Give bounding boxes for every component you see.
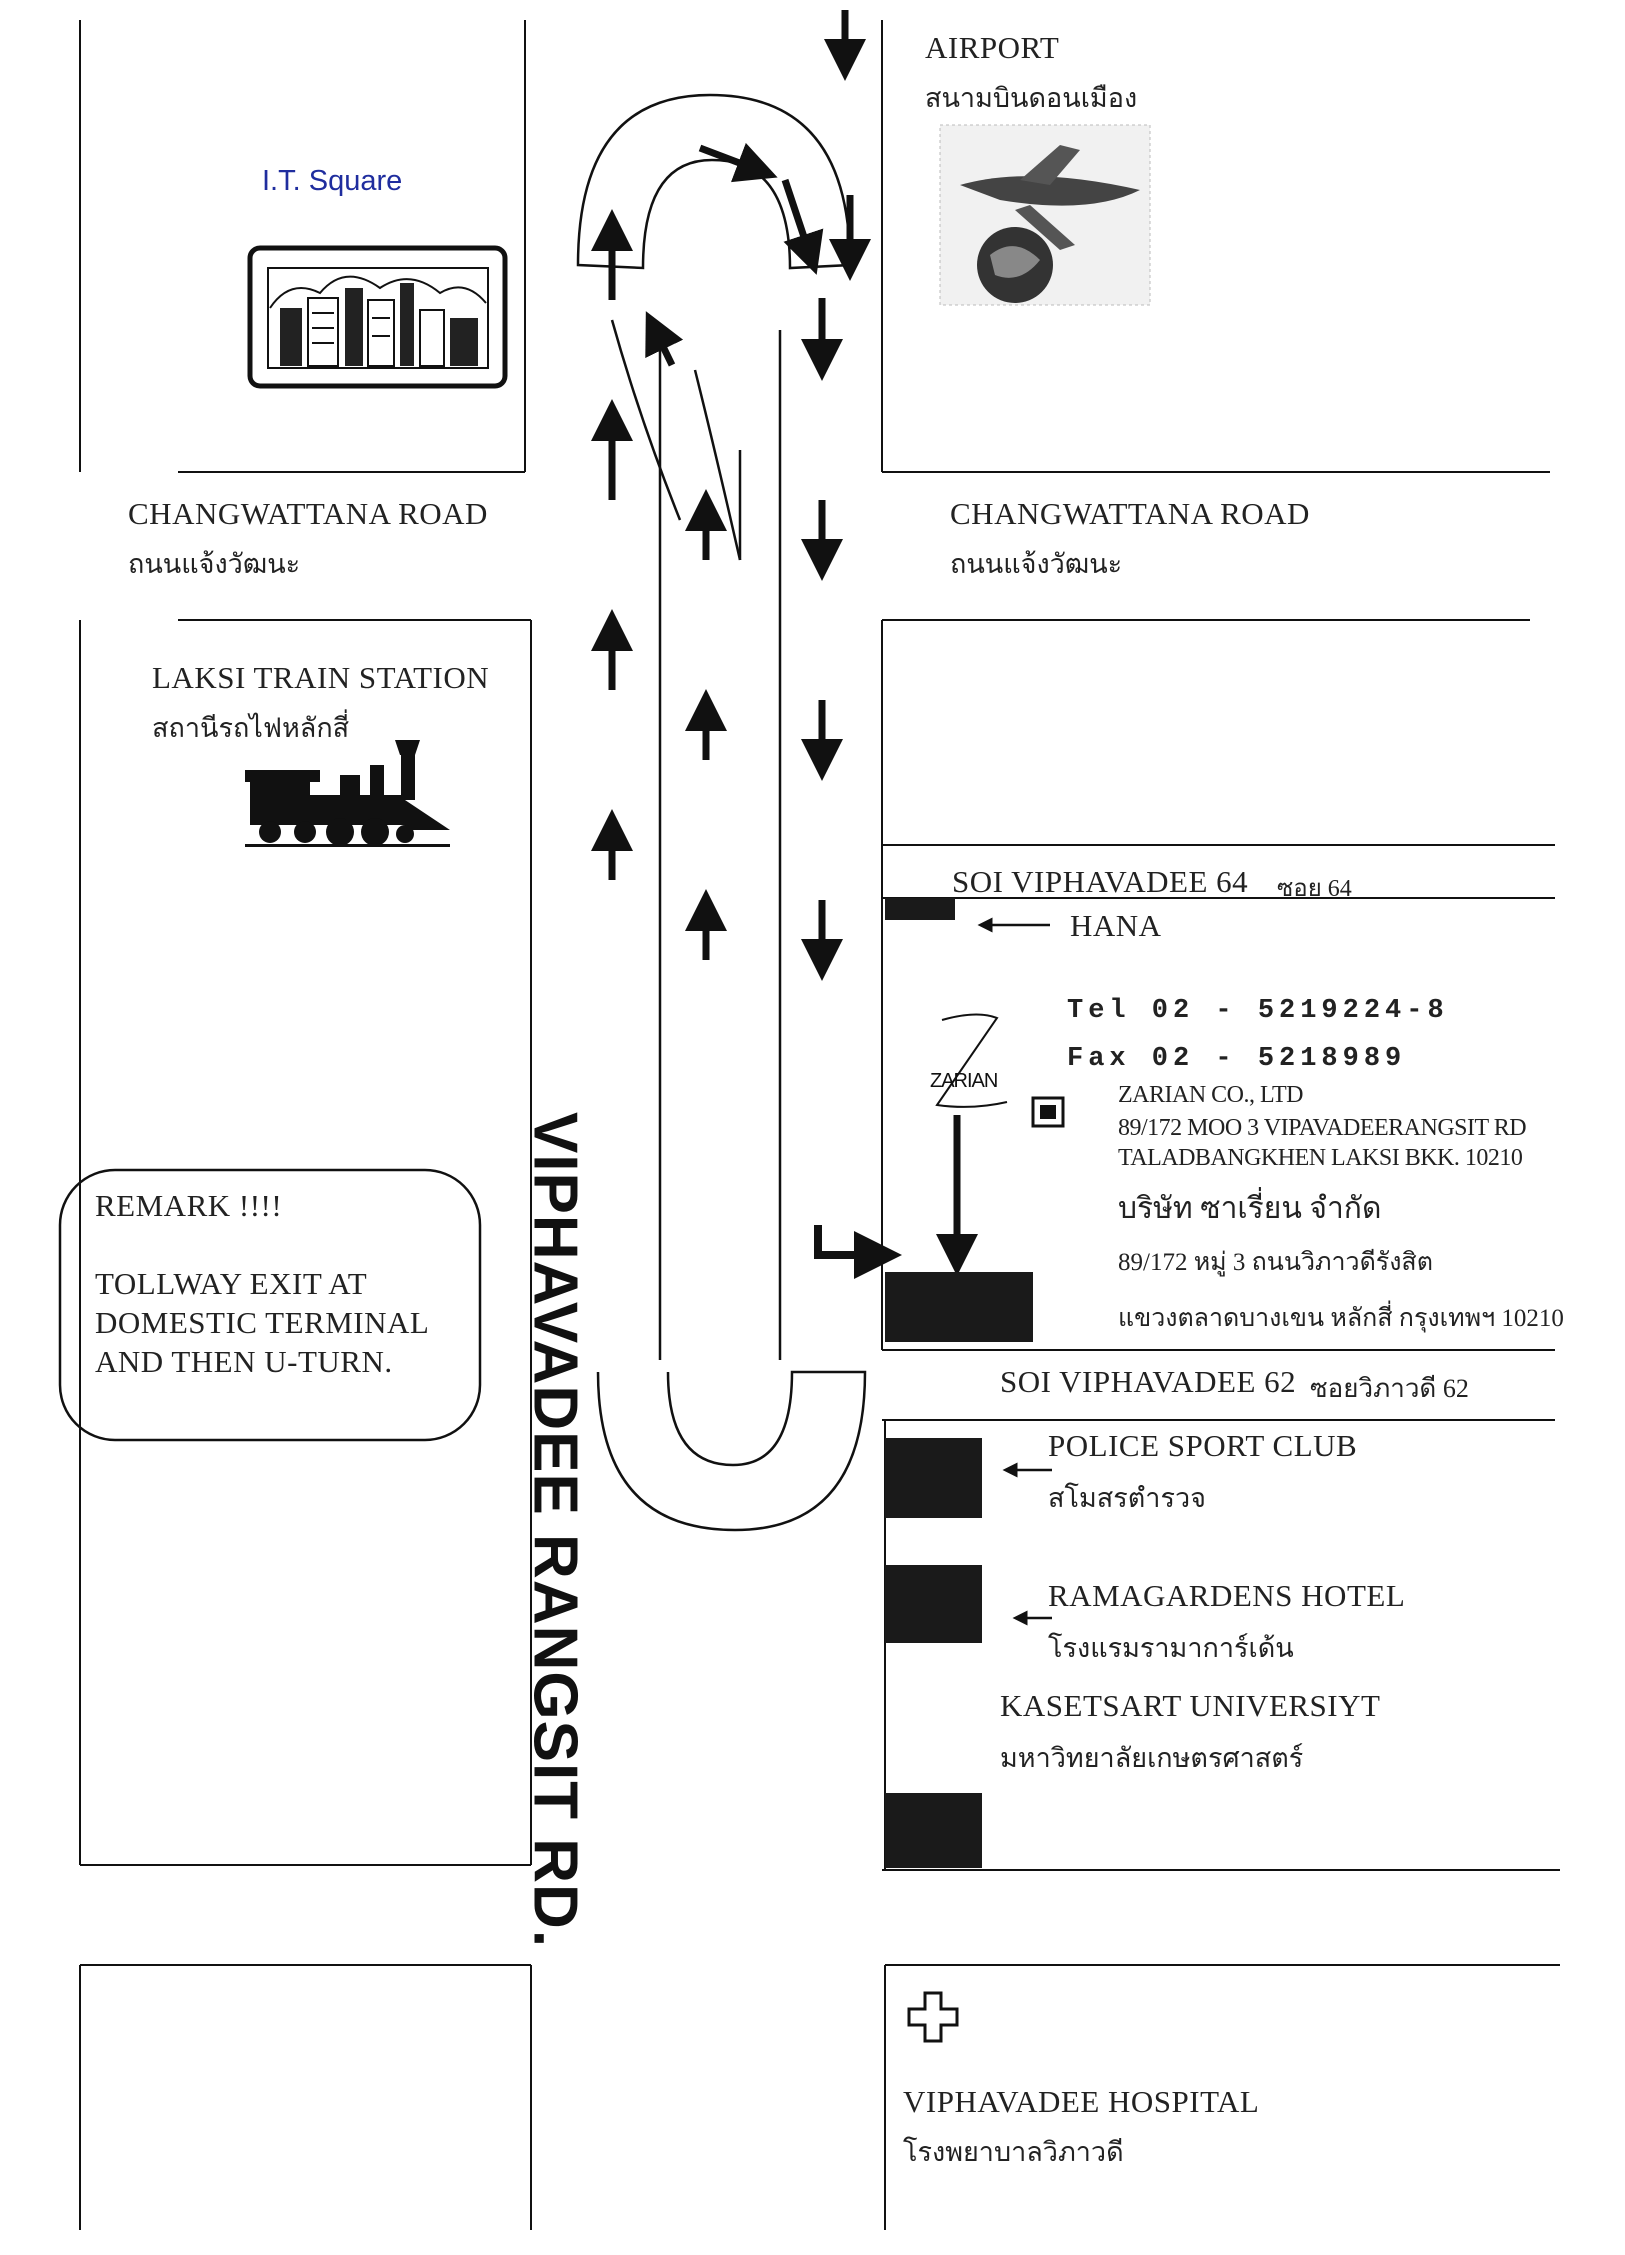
airplane-icon xyxy=(939,124,1151,306)
turn-arrow xyxy=(814,1225,902,1279)
police-sport-club-label: POLICE SPORT CLUB xyxy=(1048,1428,1358,1463)
direction-arrows xyxy=(591,10,978,1276)
company-address-line2-thai: แขวงตลาดบางเขน หลักสี่ กรุงเทพฯ 10210 xyxy=(1118,1305,1564,1332)
hospital-label: VIPHAVADEE HOSPITAL xyxy=(903,2084,1260,2119)
kasetsart-university-label-thai: มหาวิทยาลัยเกษตรศาสตร์ xyxy=(1000,1743,1304,1773)
hana-label: HANA xyxy=(1070,908,1162,943)
changwattana-road-left-label: CHANGWATTANA ROAD xyxy=(128,496,488,531)
hospital-cross-icon xyxy=(907,1991,959,2043)
building-blocks xyxy=(885,898,1033,1868)
laksi-station-label-thai: สถานีรถไฟหลักสี่ xyxy=(152,713,350,743)
changwattana-road-right-label: CHANGWATTANA ROAD xyxy=(950,496,1310,531)
changwattana-road-left-label-thai: ถนนแจ้งวัฒนะ xyxy=(128,549,301,579)
company-name-thai: บริษัท ซาเรี่ยน จำกัด xyxy=(1118,1192,1382,1225)
soi-62-label: SOI VIPHAVADEE 62 xyxy=(1000,1364,1297,1399)
soi-64-label: SOI VIPHAVADEE 64 xyxy=(952,864,1249,899)
airport-label: AIRPORT xyxy=(925,30,1060,65)
company-fax: Fax 02 - 5218989 xyxy=(1067,1044,1407,1074)
remark-line1: TOLLWAY EXIT AT xyxy=(95,1266,368,1301)
top-u-turn xyxy=(576,93,852,1360)
soi-62-label-thai: ซอยวิภาวดี 62 xyxy=(1310,1374,1469,1403)
company-name-en: ZARIAN CO., LTD xyxy=(1118,1082,1303,1108)
kasetsart-university-label: KASETSART UNIVERSIYT xyxy=(1000,1688,1381,1723)
remark-box xyxy=(58,1168,482,1442)
police-sport-club-label-thai: สโมสรตำรวจ xyxy=(1048,1483,1206,1513)
zarian-logo-icon xyxy=(935,1013,1008,1108)
viphavadee-rangsit-road-label: VIPHAVADEE RANGSIT RD. xyxy=(520,1111,590,1949)
company-address-line1-thai: 89/172 หมู่ 3 ถนนวิภาวดีรังสิต xyxy=(1118,1249,1433,1276)
hospital-label-thai: โรงพยาบาลวิภาวดี xyxy=(903,2137,1124,2167)
ramagardens-hotel-label-thai: โรงแรมรามาการ์เด้น xyxy=(1048,1633,1294,1663)
remark-line2: DOMESTIC TERMINAL xyxy=(95,1305,430,1340)
it-square-label: I.T. Square xyxy=(262,165,403,197)
remark-line3: AND THEN U-TURN. xyxy=(95,1344,393,1379)
train-icon xyxy=(245,740,450,847)
company-address-line2-en: TALADBANGKHEN LAKSI BKK. 10210 xyxy=(1118,1145,1523,1171)
ramagardens-hotel-label: RAMAGARDENS HOTEL xyxy=(1048,1578,1406,1613)
company-address-line1-en: 89/172 MOO 3 VIPAVADEERANGSIT RD xyxy=(1118,1115,1527,1141)
soi-64-label-thai: ซอย 64 xyxy=(1277,876,1352,902)
bottom-u-turn xyxy=(596,1370,867,1532)
laksi-station-label: LAKSI TRAIN STATION xyxy=(152,660,490,695)
airport-label-thai: สนามบินดอนเมือง xyxy=(925,83,1138,113)
building-icon xyxy=(247,245,508,389)
remark-title: REMARK !!!! xyxy=(95,1188,283,1223)
pointer-arrows xyxy=(977,917,1052,1626)
company-tel: Tel 02 - 5219224-8 xyxy=(1067,996,1449,1026)
changwattana-road-right-label-thai: ถนนแจ้งวัฒนะ xyxy=(950,549,1123,579)
zarian-logo-text: ZARIAN xyxy=(930,1070,998,1092)
logo-square xyxy=(1031,1096,1065,1128)
